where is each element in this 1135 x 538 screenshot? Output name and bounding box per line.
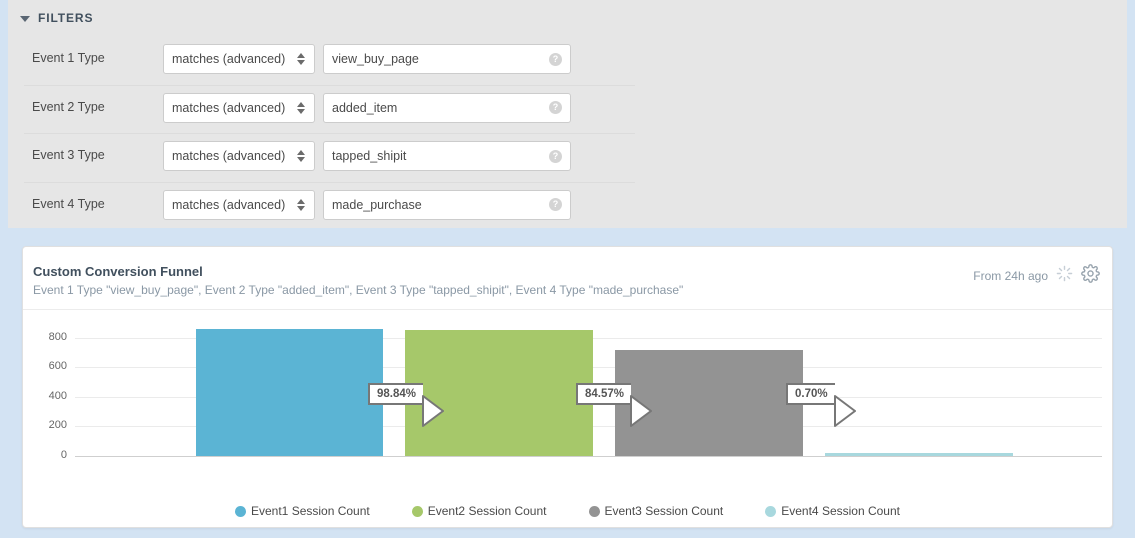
chart-bar[interactable]: [196, 328, 383, 456]
row-separator: [24, 84, 635, 86]
filter-label: Event 3 Type: [32, 148, 105, 162]
chart-card: Custom Conversion Funnel Event 1 Type "v…: [22, 246, 1113, 528]
legend-item[interactable]: Event4 Session Count: [765, 504, 900, 518]
legend-item[interactable]: Event2 Session Count: [411, 504, 547, 518]
filter-operator-value: matches (advanced): [172, 197, 286, 212]
card-meta: From 24h ago: [973, 264, 1100, 288]
gear-icon[interactable]: [1081, 264, 1100, 288]
filter-row: Event 3 Type matches (advanced) tapped_shi…: [8, 133, 1127, 182]
y-axis-tick-label: 400: [48, 389, 67, 402]
legend-label: Event1 Session Count: [251, 504, 370, 518]
help-circle-icon[interactable]: ?: [549, 149, 562, 163]
legend-color-dot: [765, 505, 777, 517]
filter-row: Event 2 Type matches (advanced) added_item…: [8, 84, 1127, 134]
legend-label: Event2 Session Count: [427, 504, 547, 518]
card-subtitle: Event 1 Type "view_buy_page", Event 2 Ty…: [33, 283, 684, 297]
conversion-percent: 0.70%: [795, 388, 828, 400]
legend-label: Event3 Session Count: [604, 504, 724, 518]
help-circle-icon[interactable]: ?: [549, 198, 562, 211]
filter-label: Event 1 Type: [32, 51, 105, 65]
y-axis-tick-label: 800: [48, 330, 67, 343]
select-stepper-icon[interactable]: [296, 53, 306, 65]
row-separator: [24, 181, 635, 183]
filter-row: Event 4 Type matches (advanced) made_purch…: [8, 181, 1127, 231]
spinner-icon: [1056, 265, 1073, 287]
select-stepper-icon[interactable]: [296, 150, 306, 162]
chart-bar[interactable]: [825, 453, 1013, 456]
card-divider: [23, 309, 1112, 310]
filter-operator-select[interactable]: matches (advanced): [163, 92, 315, 123]
select-stepper-icon[interactable]: [296, 101, 306, 114]
conversion-arrow: 84.57%: [576, 377, 653, 427]
gridline: [75, 456, 1102, 457]
filters-panel: FILTERS Event 1 Type matches (advanced) vi…: [8, 0, 1127, 228]
filter-operator-value: matches (advanced): [172, 52, 286, 66]
conversion-arrow-body: 84.57%: [576, 383, 632, 405]
y-axis-tick-label: 600: [48, 360, 67, 373]
conversion-percent: 84.57%: [585, 388, 625, 400]
conversion-arrow: 98.84%: [368, 377, 445, 427]
filter-operator-value: matches (advanced): [172, 100, 286, 115]
filter-value-text: tapped_shipit: [332, 149, 407, 163]
y-axis-tick-label: 0: [60, 449, 67, 461]
filter-value-input[interactable]: view_buy_page?: [323, 44, 571, 74]
legend-item[interactable]: Event1 Session Count: [235, 504, 370, 518]
filter-value-text: added_item: [332, 100, 398, 115]
legend-item[interactable]: Event3 Session Count: [588, 504, 724, 518]
select-stepper-icon[interactable]: [296, 198, 306, 211]
filter-value-text: view_buy_page: [332, 52, 419, 66]
filter-label: Event 4 Type: [32, 196, 105, 211]
help-circle-icon[interactable]: ?: [549, 52, 562, 66]
filter-operator-select[interactable]: matches (advanced): [163, 44, 315, 74]
conversion-arrow-body: 0.70%: [786, 383, 835, 405]
filter-label: Event 2 Type: [32, 99, 105, 114]
filter-value-input[interactable]: made_purchase?: [323, 189, 571, 220]
legend-color-dot: [235, 505, 246, 517]
legend-label: Event4 Session Count: [781, 504, 900, 518]
filter-operator-value: matches (advanced): [172, 149, 286, 163]
chart-bar[interactable]: [615, 349, 803, 456]
chart-bar[interactable]: [405, 330, 593, 456]
time-range-label: From 24h ago: [973, 269, 1048, 283]
funnel-chart-plot: 0 200 400 600 800 98.84% 84.57% 0.70% Event1 S…: [23, 309, 1112, 528]
chart-legend: Event1 Session Count Event2 Session Count…: [23, 504, 1112, 518]
filter-row: Event 1 Type matches (advanced) view_buy_p…: [8, 36, 1127, 85]
y-axis-tick-label: 200: [48, 419, 67, 432]
caret-down-icon[interactable]: [20, 15, 30, 22]
filter-value-text: made_purchase: [332, 197, 422, 212]
filter-operator-select[interactable]: matches (advanced): [163, 189, 315, 220]
row-separator: [24, 133, 635, 134]
legend-color-dot: [411, 505, 423, 517]
help-circle-icon[interactable]: ?: [549, 101, 562, 114]
conversion-arrow-body: 98.84%: [368, 383, 424, 405]
filters-header[interactable]: FILTERS: [8, 0, 93, 36]
conversion-percent: 98.84%: [377, 388, 417, 400]
filter-value-input[interactable]: tapped_shipit?: [323, 141, 571, 171]
card-title: Custom Conversion Funnel: [33, 264, 203, 279]
filters-title: FILTERS: [38, 11, 94, 25]
filter-operator-select[interactable]: matches (advanced): [163, 141, 315, 171]
legend-color-dot: [588, 505, 600, 517]
conversion-arrow: 0.70%: [786, 377, 856, 427]
filter-value-input[interactable]: added_item?: [323, 92, 571, 123]
